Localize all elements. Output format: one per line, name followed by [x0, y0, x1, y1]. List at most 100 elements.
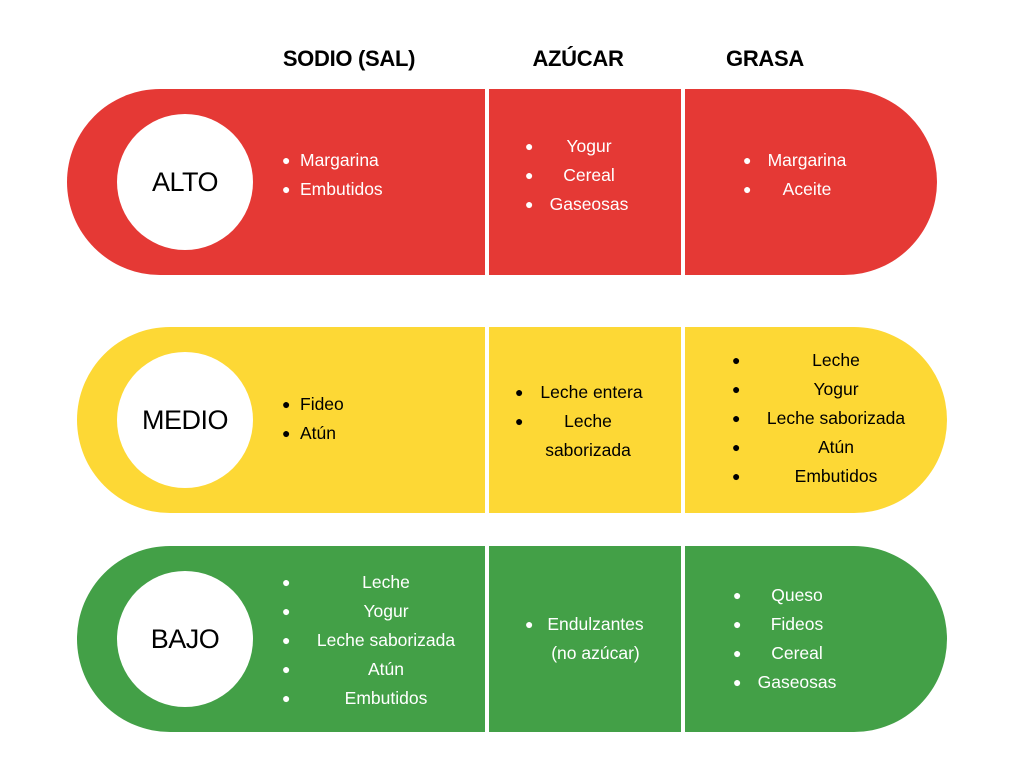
bullet-icon: ● — [282, 396, 291, 412]
list-item-label: Atún — [300, 423, 336, 443]
list-item-label: Margarina — [767, 150, 847, 170]
level-badge-bajo: BAJO — [117, 571, 253, 707]
divider — [485, 327, 489, 513]
bullet-icon: ● — [732, 439, 741, 455]
cell-medio-sodio: ● Fideo ● Atún — [282, 390, 362, 448]
list-item: ●Yogur — [732, 375, 922, 404]
list-item-label: Leche — [362, 572, 410, 592]
cell-alto-grasa: ● Margarina ● Aceite — [743, 146, 853, 204]
list-item-label: Fideo — [300, 394, 344, 414]
divider — [485, 89, 489, 275]
list-item: ● Margarina — [743, 146, 853, 175]
list-item: ● Atún — [282, 655, 472, 684]
list-item: ● Atún — [282, 419, 362, 448]
bullet-icon: ● — [525, 196, 534, 212]
cell-bajo-sodio: ● Leche ● Yogur ● Leche saborizada ● Atún ● Embut… — [282, 568, 472, 713]
list-item: ● Endulzantes (no azúcar) — [525, 610, 650, 668]
list-item-label: Leche saborizada — [766, 408, 906, 428]
list-item: ● Yogur — [525, 132, 635, 161]
row-medio: MEDIO — [77, 327, 947, 513]
list-item-label: Fideos — [770, 614, 824, 634]
list-item-label: Embutidos — [300, 179, 383, 199]
list-item-label: Leche entera — [540, 382, 643, 402]
bullet-icon: ● — [282, 632, 291, 648]
list-item-label: Cereal — [771, 643, 823, 663]
bullet-icon: ● — [525, 167, 534, 183]
list-item-label: Leche saborizada — [316, 630, 456, 650]
bullet-icon: ● — [515, 413, 524, 429]
list-item: ● Gaseosas — [525, 190, 635, 219]
bullet-icon: ● — [282, 152, 291, 168]
list-item: ● Embutidos — [282, 175, 392, 204]
header-grasa: GRASA — [726, 46, 804, 71]
list-item: ● Leche saborizada — [282, 626, 472, 655]
list-item: ● Fideos — [733, 610, 843, 639]
bullet-icon: ● — [515, 384, 524, 400]
cell-medio-azucar: ● Leche entera ● Leche saborizada — [515, 378, 650, 465]
list-item: ● Leche saborizada — [515, 407, 650, 465]
list-item-label: Gaseosas — [757, 672, 837, 692]
bullet-icon: ● — [282, 690, 291, 706]
bullet-icon: ● — [732, 468, 741, 484]
header-sodio: SODIO (SAL) — [282, 46, 416, 71]
list-item-label: Queso — [771, 585, 823, 605]
list-item-label: Yogur — [363, 601, 409, 621]
cell-bajo-grasa: ● Queso ● Fideos ● Cereal ● Gaseosas — [733, 581, 843, 697]
list-item: ● Leche — [282, 568, 472, 597]
list-item: ● Margarina — [282, 146, 392, 175]
list-item: ● Cereal — [733, 639, 843, 668]
list-item-label: Margarina — [300, 150, 379, 170]
bullet-icon: ● — [743, 152, 752, 168]
bullet-icon: ● — [525, 138, 534, 154]
list-item: ● Queso — [733, 581, 843, 610]
divider — [681, 89, 685, 275]
list-item: ● Leche entera — [515, 378, 650, 407]
list-item-label: Embutidos — [794, 466, 878, 486]
list-item: ● Cereal — [525, 161, 635, 190]
list-item-label: Endulzantes (no azúcar) — [547, 614, 644, 663]
list-item: ● Leche — [732, 346, 922, 375]
level-badge-medio: MEDIO — [117, 352, 253, 488]
bullet-icon: ● — [732, 410, 741, 426]
bullet-icon: ● — [743, 181, 752, 197]
bullet-icon: ● — [732, 352, 741, 368]
bullet-icon: ● — [282, 661, 291, 677]
list-item-label: Aceite — [782, 179, 832, 199]
row-bajo: BAJO — [77, 546, 947, 732]
list-item-label: Cereal — [563, 165, 615, 185]
row-alto: ALTO — [67, 89, 937, 275]
bullet-icon: ● — [733, 616, 742, 632]
list-item: ● Fideo — [282, 390, 362, 419]
cell-bajo-azucar: ● Endulzantes (no azúcar) — [525, 610, 650, 668]
header-azucar: AZÚCAR — [532, 46, 624, 71]
list-item: ● Gaseosas — [733, 668, 843, 697]
list-item-label: Atún — [818, 437, 854, 457]
list-item: ● Aceite — [743, 175, 853, 204]
cell-alto-azucar: ● Yogur ● Cereal ● Gaseosas — [525, 132, 635, 219]
cell-medio-grasa: ●Leche●Yogur●Leche saborizada●Atún●Embut… — [732, 346, 922, 491]
bullet-icon: ● — [732, 381, 741, 397]
list-item: ● Yogur — [282, 597, 472, 626]
list-item-label: Leche saborizada — [545, 411, 631, 460]
list-item: ● Embutidos — [732, 462, 922, 491]
list-item: ● Embutidos — [282, 684, 472, 713]
bullet-icon: ● — [733, 645, 742, 661]
level-badge-alto: ALTO — [117, 114, 253, 250]
divider — [485, 546, 489, 732]
list-item: ● Atún — [732, 433, 922, 462]
list-item-label: Gaseosas — [549, 194, 629, 214]
bullet-icon: ● — [282, 603, 291, 619]
list-item-label: Yogur — [566, 136, 612, 156]
bullet-icon: ● — [733, 587, 742, 603]
list-item-label: Atún — [368, 659, 404, 679]
bullet-icon: ● — [282, 425, 291, 441]
bullet-icon: ● — [733, 674, 742, 690]
bullet-icon: ● — [282, 181, 291, 197]
cell-alto-sodio: ● Margarina ● Embutidos — [282, 146, 392, 204]
bullet-icon: ● — [282, 574, 291, 590]
bullet-icon: ● — [525, 616, 534, 632]
divider — [681, 327, 685, 513]
list-item-label: Embutidos — [344, 688, 428, 708]
list-item-label: Leche — [812, 350, 860, 370]
